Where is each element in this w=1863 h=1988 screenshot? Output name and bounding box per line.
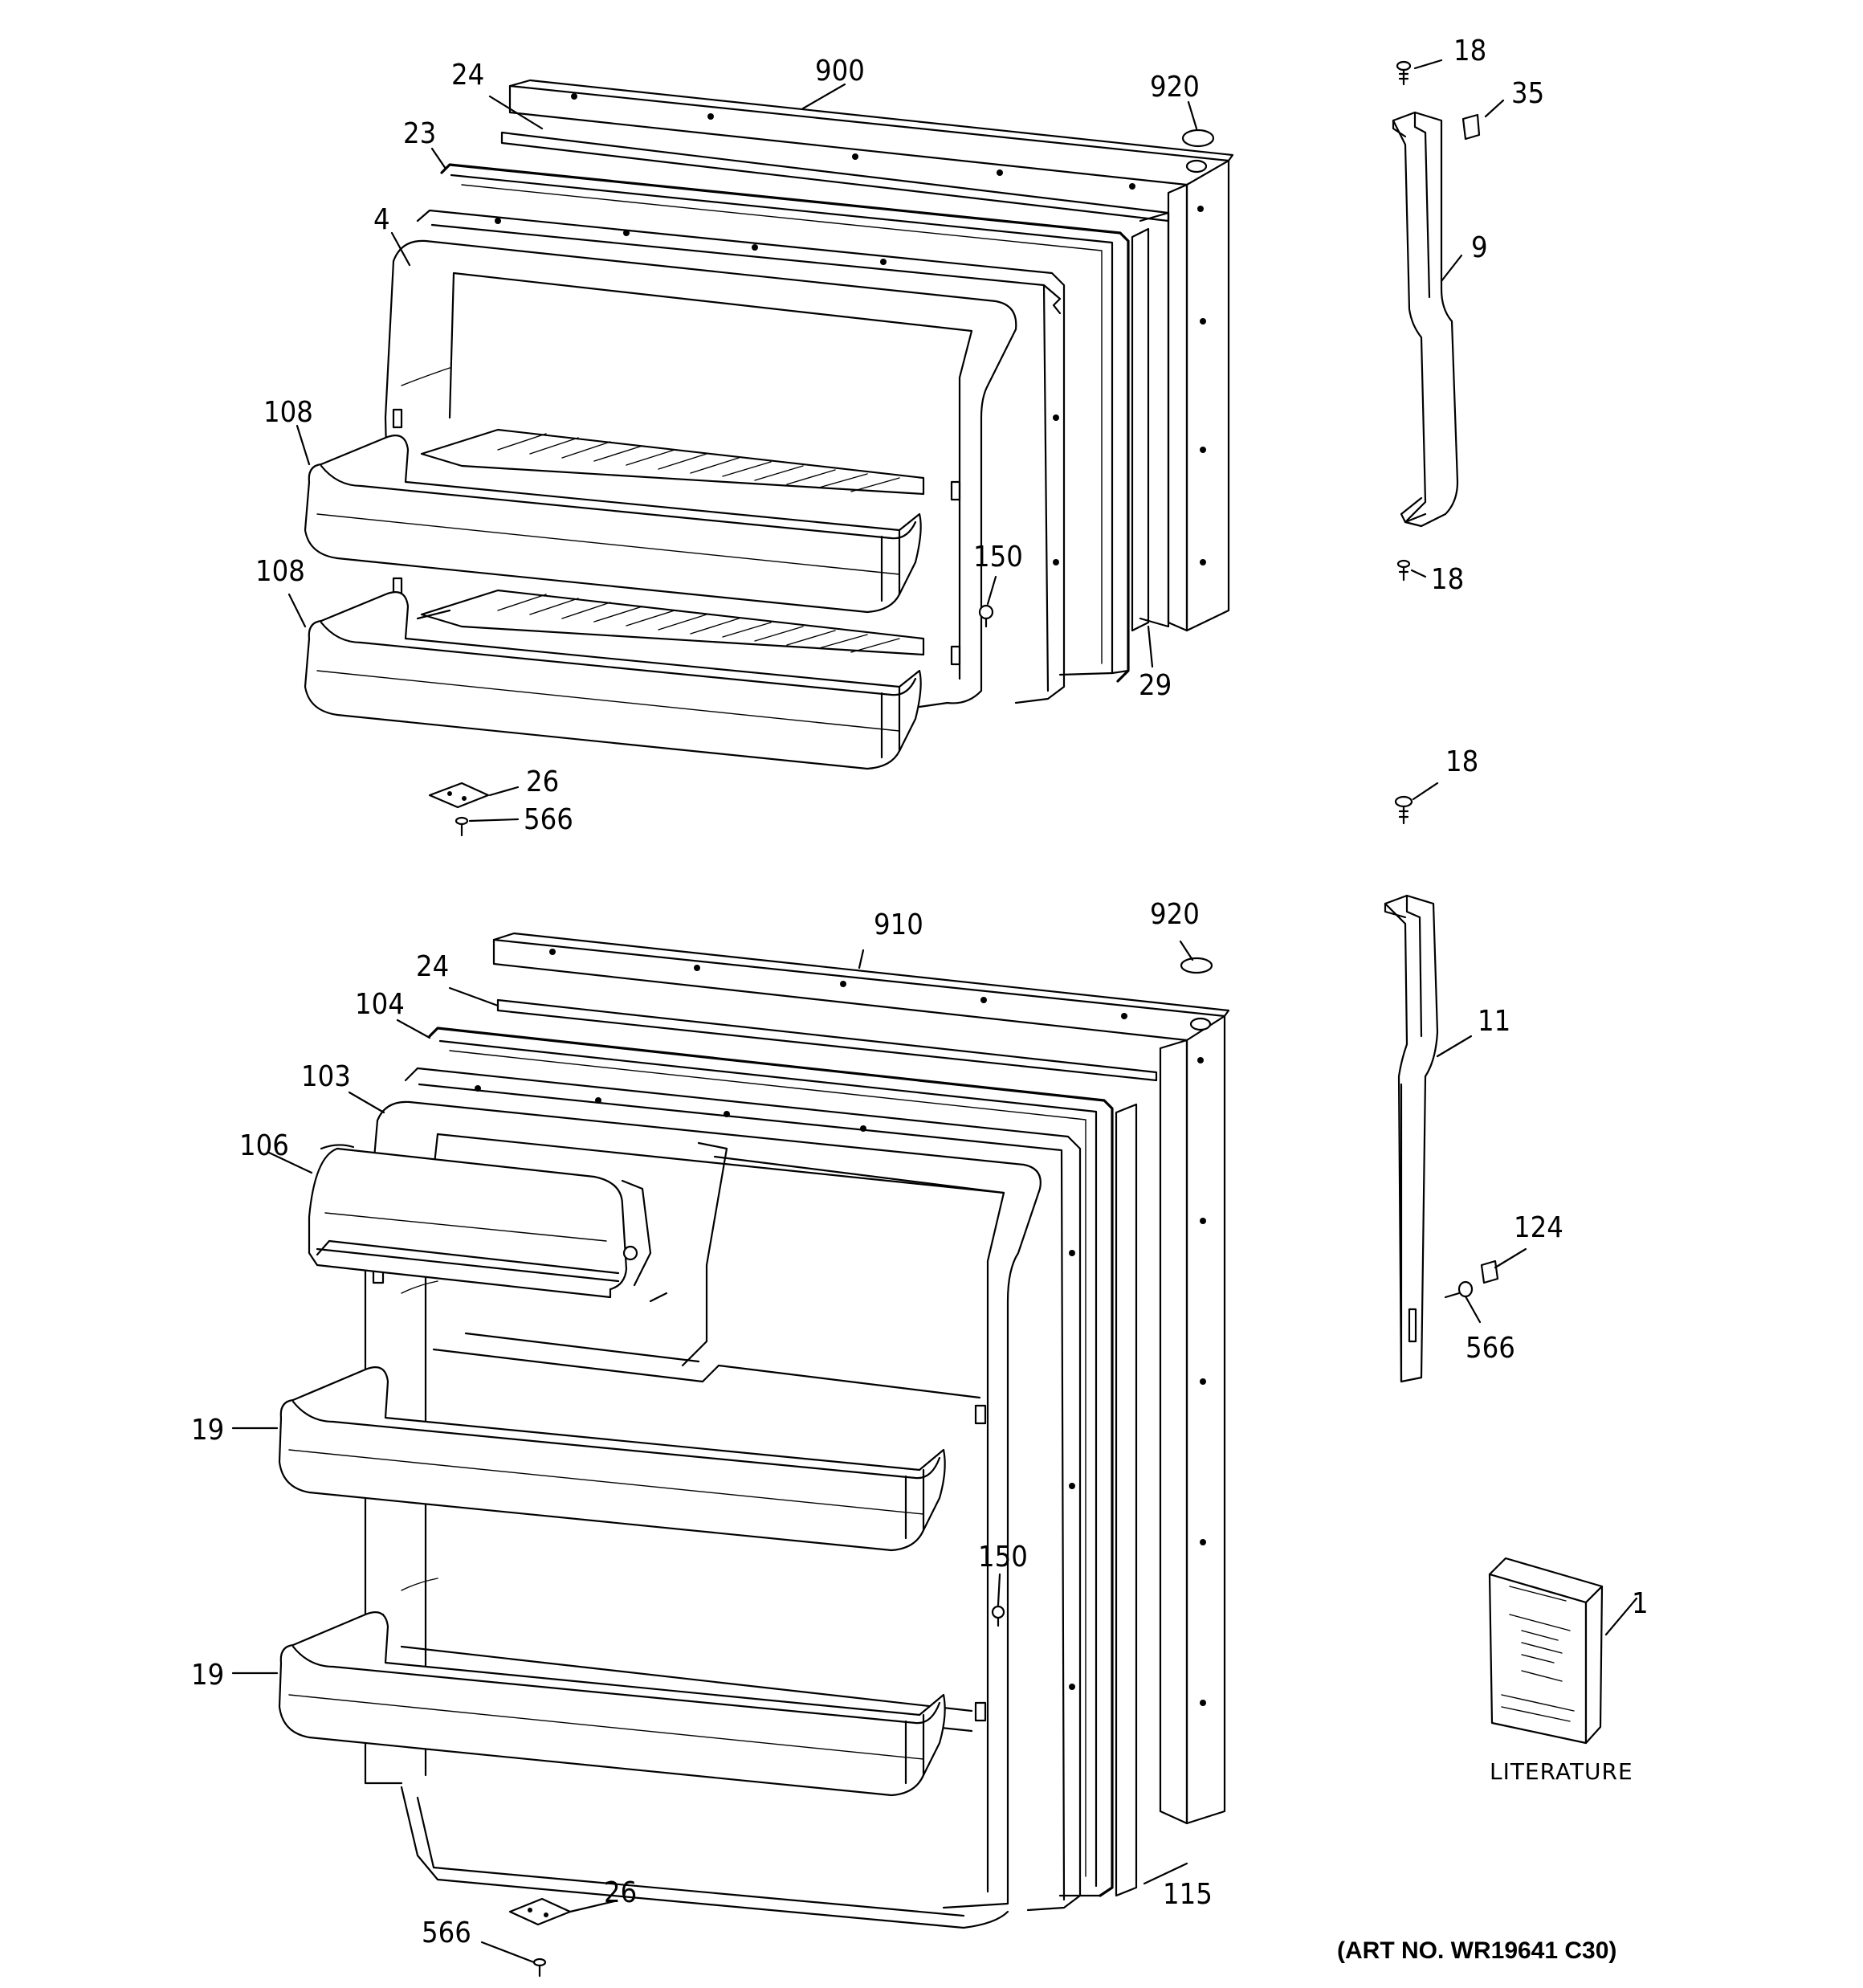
fresh-food-shelf-lower xyxy=(278,1611,946,1797)
literature-booklet-icon xyxy=(1488,1557,1604,1745)
freezer-shelf-lower xyxy=(304,591,922,770)
freezer-door-stop xyxy=(978,604,994,628)
label-fresh-food-trim: 115 xyxy=(1163,1878,1213,1911)
freezer-trim xyxy=(1131,227,1150,632)
label-freezer-trim: 29 xyxy=(1139,669,1172,702)
label-freezer-gasket-retainer: 24 xyxy=(451,59,484,92)
freezer-plug xyxy=(1181,129,1215,148)
callout-labels: 18 35 900 920 24 23 4 9 18 108 108 150 2… xyxy=(191,35,1649,1964)
fresh-food-gasket-retainer xyxy=(496,998,1158,1082)
label-fresh-food-gasket-retainer: 24 xyxy=(416,950,449,983)
label-fresh-food-shelf-lower: 19 xyxy=(191,1659,224,1692)
label-literature-item: 1 xyxy=(1632,1587,1649,1620)
freezer-gasket-retainer xyxy=(500,131,1170,628)
label-fresh-food-plug: 920 xyxy=(1150,898,1200,931)
freezer-liner-cavity xyxy=(384,239,1017,708)
fresh-food-inner-door xyxy=(404,1067,1082,1912)
freezer-gasket xyxy=(440,163,1130,683)
fresh-food-handle-screw-lower xyxy=(1444,1280,1474,1299)
label-freezer-shelf-upper: 108 xyxy=(263,396,313,429)
label-fresh-food-handle-screw: 18 xyxy=(1445,745,1478,778)
fresh-food-plug xyxy=(1180,957,1213,974)
label-freezer-screw-top: 18 xyxy=(1453,35,1486,67)
label-freezer-screw-bottom: 18 xyxy=(1431,563,1464,596)
art-number: (ART NO. WR19641 C30) xyxy=(1337,1937,1616,1964)
fresh-food-outer-door xyxy=(492,932,1230,1825)
label-fresh-food-handle: 11 xyxy=(1478,1005,1510,1038)
freezer-shelf-upper xyxy=(304,435,922,614)
label-freezer-handle: 9 xyxy=(1471,231,1488,264)
fresh-food-handle-screw xyxy=(1394,795,1413,825)
fresh-food-door-stop xyxy=(991,1605,1005,1627)
fresh-food-handle xyxy=(1384,894,1439,1383)
label-fresh-food-inner-door: 103 xyxy=(301,1060,351,1093)
label-fresh-food-dairy-door: 106 xyxy=(239,1129,289,1162)
leader-lines xyxy=(231,59,1638,1964)
label-freezer-gasket: 23 xyxy=(403,117,436,150)
freezer-handle-clip xyxy=(1461,113,1481,141)
label-freezer-plug: 920 xyxy=(1150,71,1200,104)
freezer-inner-door xyxy=(416,209,1066,704)
label-fresh-food-outer-door: 910 xyxy=(874,908,923,941)
fresh-food-handle-clip xyxy=(1480,1259,1499,1284)
label-freezer-outer-door: 900 xyxy=(815,55,865,88)
label-fresh-food-hinge-screw: 566 xyxy=(422,1917,471,1949)
fresh-food-dairy-door xyxy=(308,1144,652,1299)
literature-caption: LITERATURE xyxy=(1490,1758,1633,1785)
freezer-outer-door xyxy=(508,79,1234,632)
freezer-door-assembly xyxy=(304,60,1481,837)
label-fresh-food-gasket: 104 xyxy=(355,988,405,1021)
label-fresh-food-stop: 150 xyxy=(978,1541,1028,1574)
freezer-hinge-cap xyxy=(428,782,490,809)
freezer-handle-screw-bottom xyxy=(1396,559,1411,582)
freezer-hinge-screw xyxy=(455,816,469,837)
label-fresh-food-shelf-upper: 19 xyxy=(191,1414,224,1447)
label-fresh-food-handle-clip: 124 xyxy=(1514,1211,1563,1244)
label-freezer-hinge-screw: 566 xyxy=(524,803,573,836)
label-freezer-clip: 35 xyxy=(1511,77,1544,110)
freezer-rib-floor-upper xyxy=(420,428,925,496)
fresh-food-shelf-upper xyxy=(278,1366,946,1552)
fresh-food-hinge-cap xyxy=(508,1897,572,1926)
label-freezer-hinge-cap: 26 xyxy=(526,765,559,798)
label-freezer-inner-door: 4 xyxy=(373,203,390,236)
freezer-handle-screw-top xyxy=(1396,60,1412,86)
fresh-food-trim xyxy=(1115,1103,1138,1897)
freezer-rib-floor-lower xyxy=(420,589,925,656)
fresh-food-door-assembly xyxy=(278,795,1499,1978)
fresh-food-gasket xyxy=(428,1027,1114,1897)
label-fresh-food-hinge-cap: 26 xyxy=(604,1876,637,1909)
fresh-food-hinge-screw xyxy=(532,1957,547,1978)
label-freezer-shelf-lower: 108 xyxy=(255,555,305,588)
label-fresh-food-handle-screw-lower: 566 xyxy=(1466,1332,1515,1365)
label-freezer-stop: 150 xyxy=(973,541,1023,574)
freezer-handle xyxy=(1392,111,1459,528)
